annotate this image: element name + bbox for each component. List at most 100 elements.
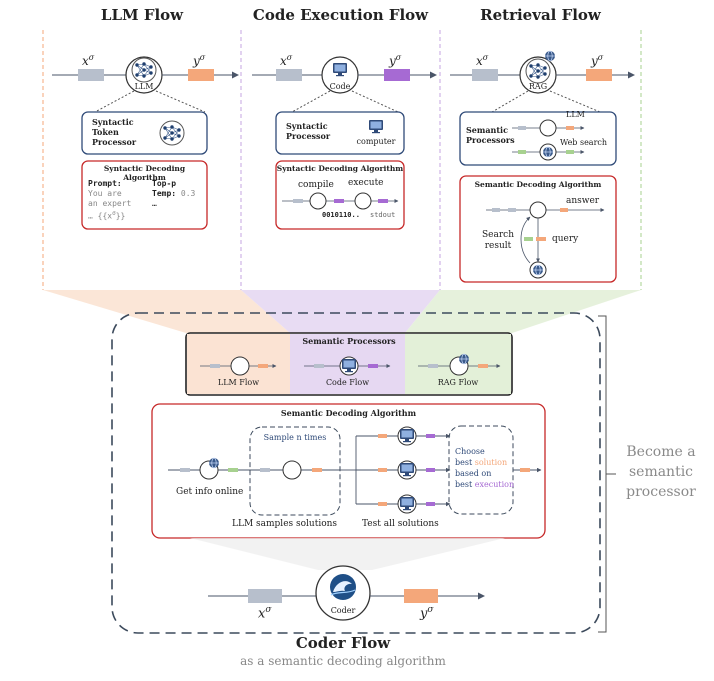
code-algo-title: Syntactic Decoding Algorithm xyxy=(276,164,404,173)
semantic-processors-title: Semantic Processors xyxy=(302,336,396,346)
mini-rag-out xyxy=(478,364,488,368)
compile-label: compile xyxy=(298,180,334,190)
rag-zoom-line-left xyxy=(491,90,529,113)
sample-out-seg xyxy=(312,468,322,472)
web-globe-icon xyxy=(542,146,554,158)
retrieval-flow-title: Retrieval Flow xyxy=(480,6,601,24)
llm-processor-net-icon xyxy=(159,120,185,146)
rag-output-bar xyxy=(586,69,612,81)
mini-code-out xyxy=(368,364,378,368)
code-input-label: xσ xyxy=(280,53,293,68)
llm-algo-box xyxy=(81,160,208,230)
code-output-label: yσ xyxy=(389,53,402,68)
sample-llm-node xyxy=(282,460,302,480)
coder-output-bar xyxy=(404,589,438,603)
rag-fan xyxy=(405,290,641,333)
rag-web-label: Web search xyxy=(560,138,608,147)
rag-llm-grey-seg xyxy=(518,126,526,130)
rag-globe-icon xyxy=(544,50,556,62)
rag-output-label: yσ xyxy=(591,53,604,68)
choose-best-label: Choose best solution based on best execu… xyxy=(455,447,515,489)
execute-label: execute xyxy=(348,178,384,188)
sp-rag-flow-label: RAG Flow xyxy=(437,378,479,387)
rag-net-icon xyxy=(525,58,551,84)
llm-prompt-block: Prompt: You are an expert … {{xσ}} xyxy=(88,179,132,221)
llm-output-label: yσ xyxy=(193,53,206,68)
code-zoom-line-left xyxy=(291,90,331,113)
test-row-1 xyxy=(378,426,435,446)
rag-algo-title: Semantic Decoding Algorithm xyxy=(474,180,602,189)
rag-llm-label: LLM xyxy=(566,110,585,119)
llm-samples-label: LLM samples solutions xyxy=(232,519,338,529)
llm-algo-title: Syntactic Decoding Algorithm xyxy=(103,164,186,182)
semantic-processors-group xyxy=(111,312,601,634)
get-info-label: Get info online xyxy=(176,487,244,497)
code-output-bar xyxy=(384,69,410,81)
sp-llm-flow-label: LLM Flow xyxy=(217,378,260,387)
llm-input-label: xσ xyxy=(82,53,95,68)
choose-out-seg xyxy=(520,468,530,472)
mini-llm-out xyxy=(258,364,268,368)
rag-search-arrow xyxy=(520,216,531,264)
compile-node xyxy=(309,192,327,210)
rag-input-label: xσ xyxy=(476,53,489,68)
coder-dashed-container xyxy=(111,312,601,634)
rag-algo-grey-seg-2 xyxy=(508,208,516,212)
rag-query-seg xyxy=(536,237,546,241)
llm-flow-title: LLM Flow xyxy=(100,6,184,24)
rag-node-label: RAG xyxy=(528,82,548,91)
retrieval-flow-panel xyxy=(450,50,635,283)
mini-llm-node xyxy=(230,356,250,376)
search-globe-icon xyxy=(532,264,544,276)
rag-algo-grey-seg xyxy=(492,208,500,212)
rag-llm-orange-seg xyxy=(566,126,574,130)
rag-llm-node xyxy=(539,119,557,137)
coder-input-label: xσ xyxy=(258,605,272,622)
bottom-algo-title: Semantic Decoding Algorithm xyxy=(280,408,417,418)
rag-query-label: query xyxy=(552,234,579,244)
bottom-in-seg xyxy=(180,468,190,472)
code-flow-title: Code Execution Flow xyxy=(252,6,429,24)
llm-params-block: Top-p Temp: 0.3 … xyxy=(152,179,196,208)
code-fan xyxy=(241,290,440,333)
sample-in-seg xyxy=(260,468,270,472)
coder-fan xyxy=(190,538,505,570)
llm-node-label: LLM xyxy=(134,82,154,91)
rag-web-green-seg-2 xyxy=(566,150,574,154)
mini-code-in xyxy=(314,364,324,368)
coder-output-label: yσ xyxy=(420,605,434,622)
sample-n-label: Sample n times xyxy=(263,433,327,442)
get-info-globe-icon xyxy=(208,457,220,469)
test-row-3 xyxy=(378,494,435,514)
llm-fan xyxy=(43,290,290,333)
rag-algo-orange-seg xyxy=(560,208,568,212)
mini-rag-in xyxy=(428,364,438,368)
rag-input-bar xyxy=(472,69,498,81)
llm-flow-panel xyxy=(52,56,239,230)
test-row-2 xyxy=(378,460,435,480)
computer-label: computer xyxy=(356,137,396,146)
code-algo-grey-seg xyxy=(293,199,303,203)
llm-net-icon xyxy=(131,57,157,83)
bottom-algo-group xyxy=(151,403,546,539)
code-algo-purple-seg-2 xyxy=(378,199,388,203)
coder-flow-subtitle: as a semantic decoding algorithm xyxy=(240,654,446,668)
coder-flow-group xyxy=(190,538,505,621)
code-input-bar xyxy=(276,69,302,81)
coder-wave-icon xyxy=(330,574,356,600)
coder-flow-title: Coder Flow xyxy=(295,634,391,652)
bottom-green-seg xyxy=(228,468,238,472)
llm-input-bar xyxy=(78,69,104,81)
rag-web-green-seg xyxy=(518,150,526,154)
test-all-label: Test all solutions xyxy=(362,519,439,529)
code-algo-purple-seg xyxy=(334,199,344,203)
mini-llm-in xyxy=(210,364,220,368)
coder-node-label: Coder xyxy=(330,606,356,615)
sp-code-flow-label: Code Flow xyxy=(325,378,370,387)
llm-zoom-line-right xyxy=(155,90,206,113)
